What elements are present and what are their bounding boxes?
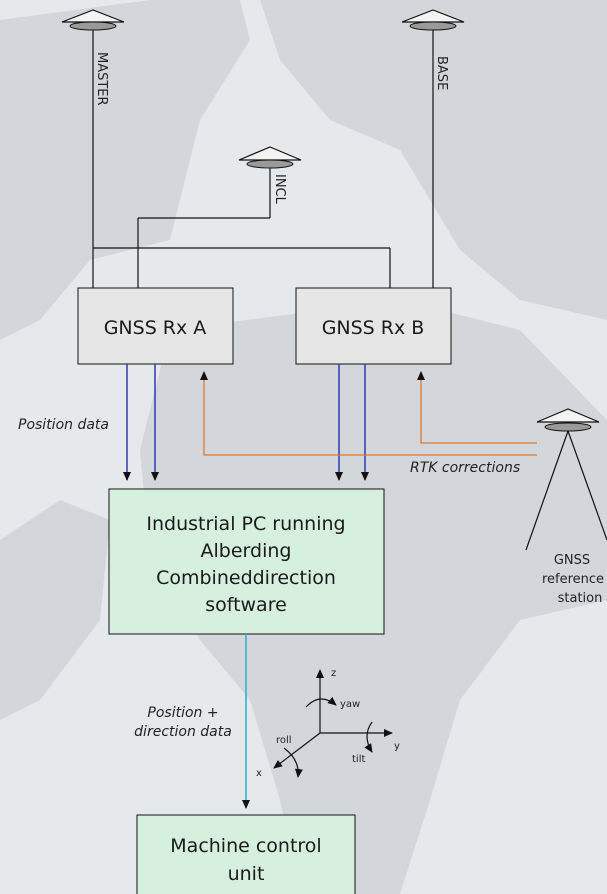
pc-label-line-4: software — [205, 594, 287, 616]
axis-tilt-label: tilt — [352, 754, 365, 765]
axis-z-label: z — [331, 668, 336, 679]
machine-label-line-2: unit — [228, 863, 265, 885]
pc-label-line-1: Industrial PC running — [146, 513, 345, 535]
industrial-pc-box — [108, 488, 385, 635]
antenna-base-icon — [401, 9, 465, 31]
receiver-b-box — [295, 287, 452, 365]
base-label: BASE — [434, 56, 449, 90]
axis-x-label: x — [256, 768, 262, 779]
position-direction-label-1: Position + — [147, 705, 218, 721]
axis-yaw-label: yaw — [340, 699, 360, 710]
position-data-lines — [123, 364, 369, 481]
antenna-cables — [92, 30, 434, 288]
position-data-label: Position data — [18, 417, 109, 433]
reference-station-label-2: reference — [542, 572, 604, 587]
position-direction-label-2: direction data — [134, 724, 232, 740]
axis-roll-label: roll — [276, 735, 292, 746]
antenna-master-icon — [61, 9, 125, 31]
rtk-correction-lines — [200, 371, 537, 456]
axis-y-label: y — [394, 741, 400, 752]
receiver-a-label: GNSS Rx A — [104, 317, 207, 339]
receiver-a-box — [77, 287, 234, 365]
coordinate-axes-icon — [273, 669, 393, 778]
pc-label-line-3: Combineddirection — [156, 567, 336, 589]
machine-control-box — [136, 814, 356, 894]
machine-label-line-1: Machine control — [170, 835, 321, 857]
antenna-incl-icon — [238, 146, 302, 169]
pc-label-line-2: Alberding — [201, 540, 292, 562]
incl-label: INCL — [272, 174, 287, 205]
master-label: MASTER — [94, 52, 109, 106]
rtk-corrections-label: RTK corrections — [410, 460, 520, 476]
receiver-b-label: GNSS Rx B — [322, 317, 425, 339]
reference-station-label-3: station — [558, 591, 603, 606]
reference-station-label-1: GNSS — [554, 553, 590, 568]
reference-station-antenna-icon — [525, 408, 607, 551]
